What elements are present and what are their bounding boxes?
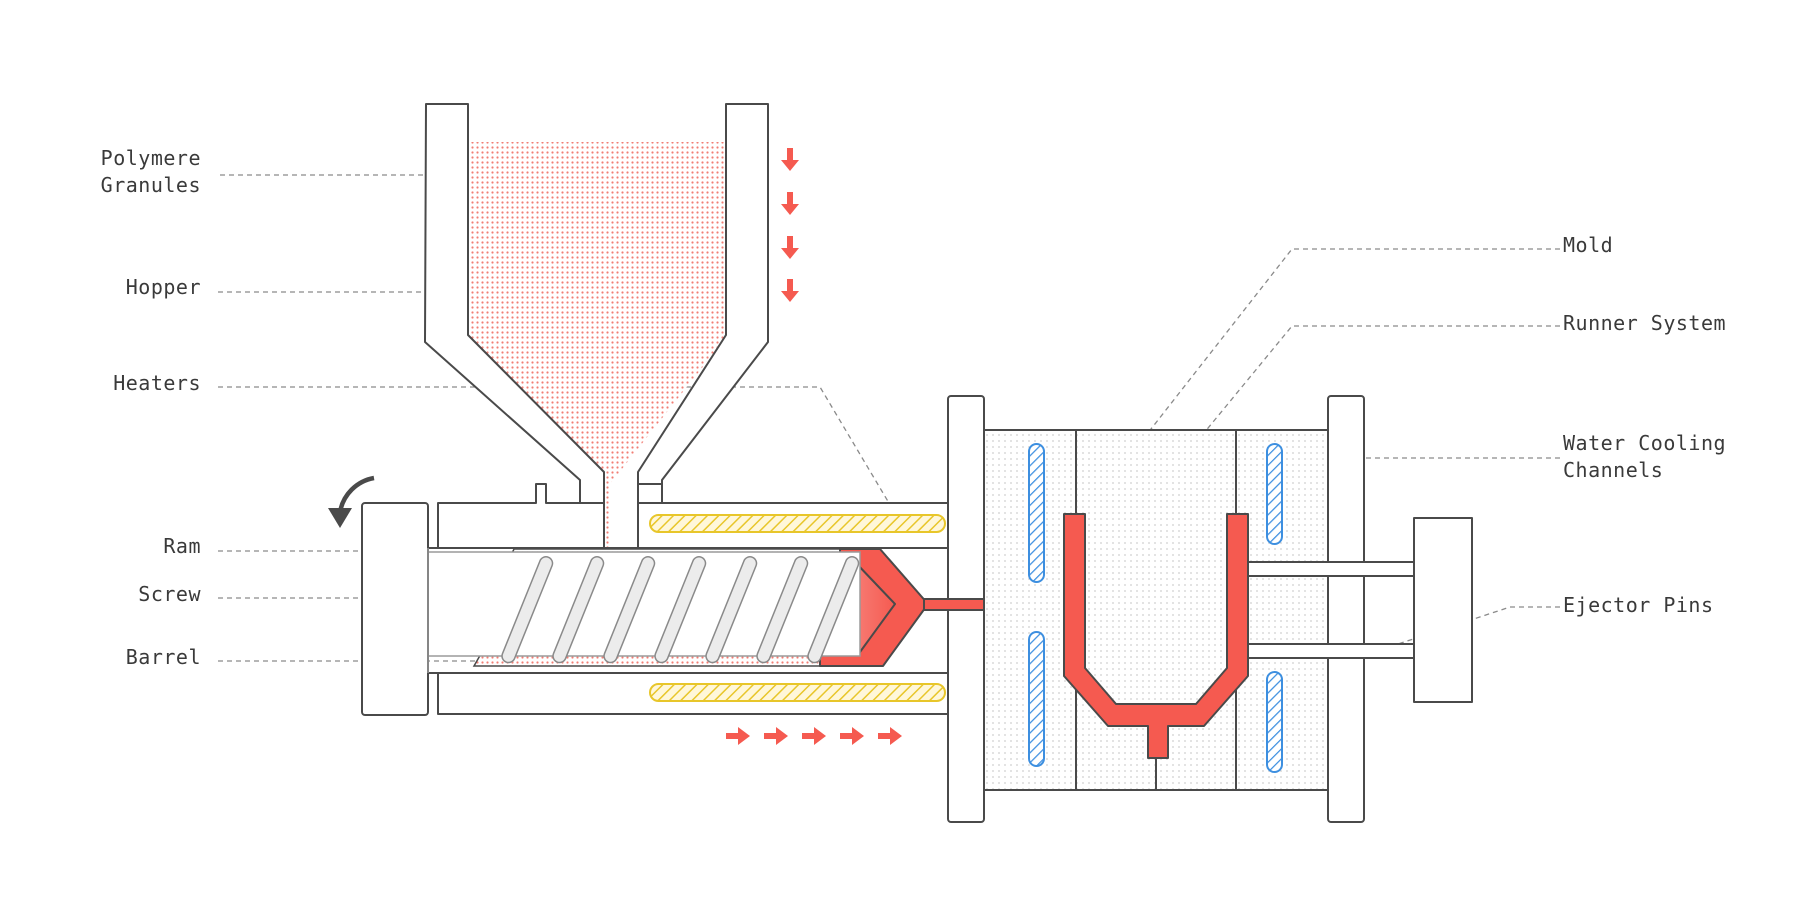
label-mold: Mold [1563,233,1613,257]
ram [361,502,429,716]
molded-part [1063,513,1249,759]
rotation-arrow-icon [328,475,375,528]
labels: Polymere Granules Hopper Heaters Ram Scr… [101,146,1726,669]
granules-fill [470,142,724,548]
cooling-channel-1 [1028,443,1045,583]
mold-right-platen [1327,395,1365,823]
leader-ejector [1379,606,1560,651]
ejector-plate [1413,517,1473,703]
label-water-cooling-line2: Channels [1563,458,1663,482]
arrow-right-icon [726,727,902,745]
label-polymere-line2: Granules [101,173,201,197]
ejector-pin-lower [1247,643,1415,659]
cooling-channel-4 [1266,671,1283,773]
label-screw: Screw [138,582,201,606]
label-polymere-line1: Polymere [101,146,201,170]
leader-heaters [218,386,906,531]
ram-plate [361,502,429,716]
label-hopper: Hopper [126,275,201,299]
label-water-cooling-line1: Water Cooling [1563,431,1726,455]
screw-flights [501,556,860,664]
cooling-channel-2 [1028,631,1045,767]
label-heaters: Heaters [113,371,201,395]
label-barrel: Barrel [126,645,201,669]
hopper [424,103,769,549]
arrow-down-icon [781,148,799,302]
label-runner-system: Runner System [1563,311,1726,335]
mold [983,395,1473,823]
cooling-channel-3 [1266,443,1283,545]
heater-bottom [649,683,946,702]
label-ejector-pins: Ejector Pins [1563,593,1714,617]
label-ram: Ram [163,534,201,558]
screw [427,551,861,664]
water-cooling-channels [1028,443,1283,773]
ejector-pin-upper [1247,561,1415,577]
heater-top [649,514,946,533]
heaters [649,514,946,702]
